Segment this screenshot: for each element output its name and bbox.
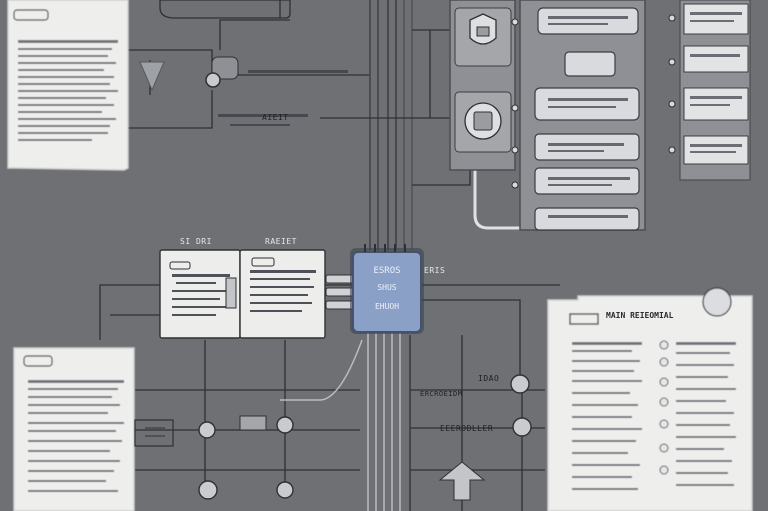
shield-icon bbox=[454, 91, 512, 153]
bus-labels bbox=[218, 70, 348, 126]
panel-right-title: RAEIET bbox=[265, 237, 297, 246]
shield-icon bbox=[454, 7, 512, 67]
gear-icon bbox=[438, 461, 486, 501]
node-icon bbox=[205, 72, 221, 88]
processor-wires bbox=[280, 332, 401, 511]
document-bottom-right bbox=[547, 287, 753, 511]
doc-right-title: MAIN REIEOMIAL bbox=[606, 311, 674, 320]
module-rack bbox=[449, 0, 751, 231]
panel-left-title: SI DRI bbox=[180, 237, 212, 246]
bottom-components bbox=[134, 374, 532, 501]
processor-title: ESROS bbox=[373, 266, 401, 276]
bus-mid-text: ERCROEIDM bbox=[420, 390, 463, 398]
document-bottom-left bbox=[13, 347, 135, 511]
top-bracket bbox=[159, 0, 291, 19]
bus-top-label: AIEIT bbox=[262, 113, 289, 122]
processor-side-label: ERIS bbox=[424, 266, 446, 275]
document-top-left bbox=[7, 0, 129, 171]
bus-mid-label: EEERODLLER bbox=[440, 424, 494, 433]
panel-left bbox=[159, 249, 241, 339]
connector-lines bbox=[99, 0, 560, 511]
arrow-down-icon bbox=[139, 61, 165, 92]
connector-pins bbox=[325, 274, 355, 310]
panel-right bbox=[239, 249, 326, 339]
document-icon bbox=[13, 9, 49, 21]
document-icon bbox=[23, 355, 53, 367]
processor-subtitle: SHUS bbox=[377, 283, 397, 292]
node-icon bbox=[211, 56, 239, 80]
node-icon bbox=[702, 287, 732, 317]
wire-rounded bbox=[473, 170, 540, 230]
binding bbox=[225, 277, 237, 309]
processor-bottom: EHUOH bbox=[374, 302, 400, 311]
node-right-label: IDAO bbox=[478, 374, 500, 383]
chip-icon bbox=[350, 244, 424, 334]
